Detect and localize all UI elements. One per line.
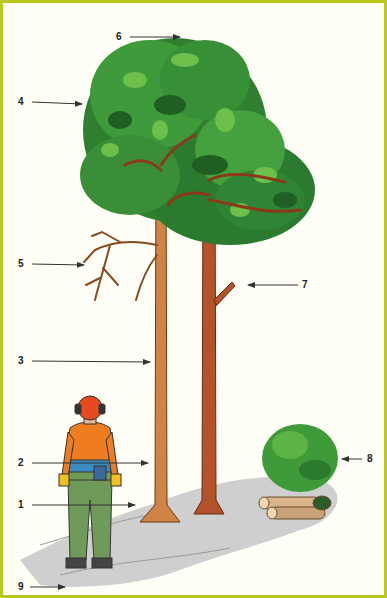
callout-number: 7 [302, 279, 308, 291]
callout-number: 2 [18, 457, 24, 469]
callout-number: 8 [367, 453, 373, 465]
callout-number: 5 [18, 258, 24, 270]
callout-number: 3 [18, 355, 24, 367]
callout-number: 6 [116, 31, 122, 43]
callout-number: 9 [18, 581, 24, 593]
callout-number: 1 [18, 499, 24, 511]
callout-number: 4 [18, 96, 24, 108]
